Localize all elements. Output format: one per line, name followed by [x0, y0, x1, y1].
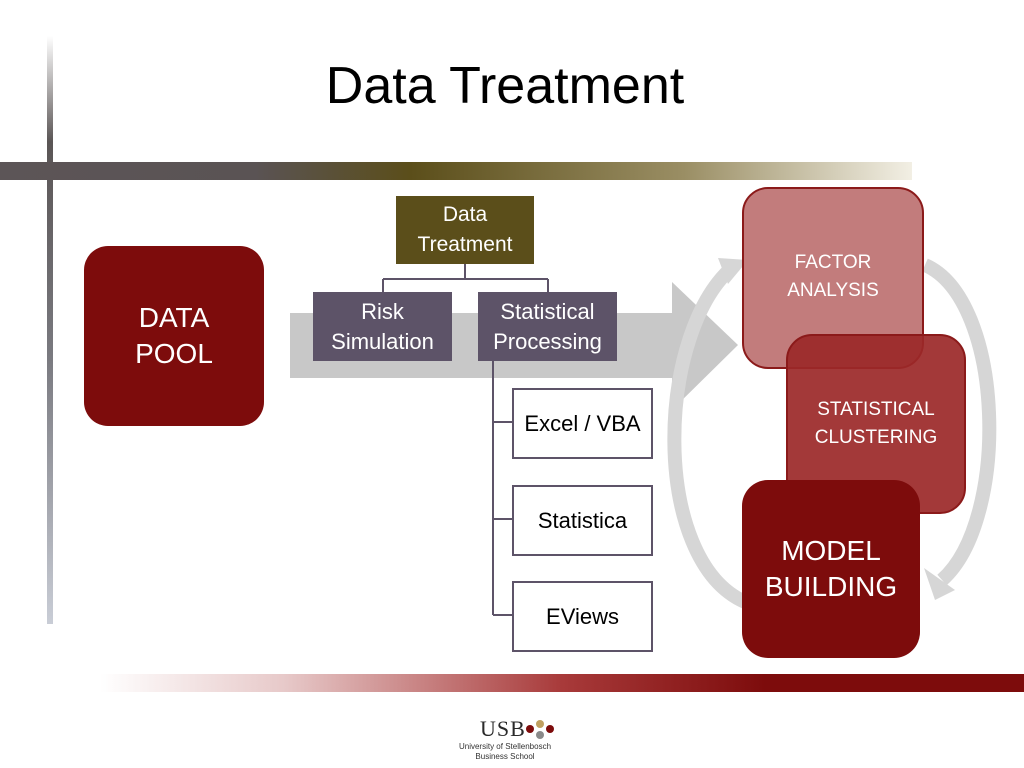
footer-divider-band [100, 674, 1024, 692]
title-divider-band [0, 162, 912, 180]
org-statistical-processing: Statistical Processing [478, 292, 617, 361]
org-risk-simulation: Risk Simulation [313, 292, 452, 361]
cycle-arrow-right-head [924, 568, 955, 600]
org-connectors [382, 264, 549, 616]
usb-logo-subtitle: University of Stellenbosch Business Scho… [458, 742, 552, 761]
slide-title: Data Treatment [325, 57, 685, 115]
usb-logo-dots-icon [526, 720, 554, 739]
usb-logo-text: USB [480, 716, 526, 741]
cycle-arrow-right [921, 258, 997, 586]
usb-logo: USB University of Stellenbosch Business … [430, 712, 570, 762]
cycle-arrow-left [667, 259, 749, 609]
cycle-arrow-left-head [718, 258, 748, 284]
tool-excel-vba: Excel / VBA [512, 388, 653, 459]
tool-eviews: EViews [512, 581, 653, 652]
left-vertical-rule [47, 36, 53, 624]
org-root-data-treatment: Data Treatment [396, 196, 534, 264]
cycle-model-building: MODEL BUILDING [742, 480, 920, 658]
data-pool-box: DATA POOL [84, 246, 264, 426]
tool-statistica: Statistica [512, 485, 653, 556]
cycle-factor-analysis-label: FACTOR ANALYSIS [787, 252, 879, 301]
